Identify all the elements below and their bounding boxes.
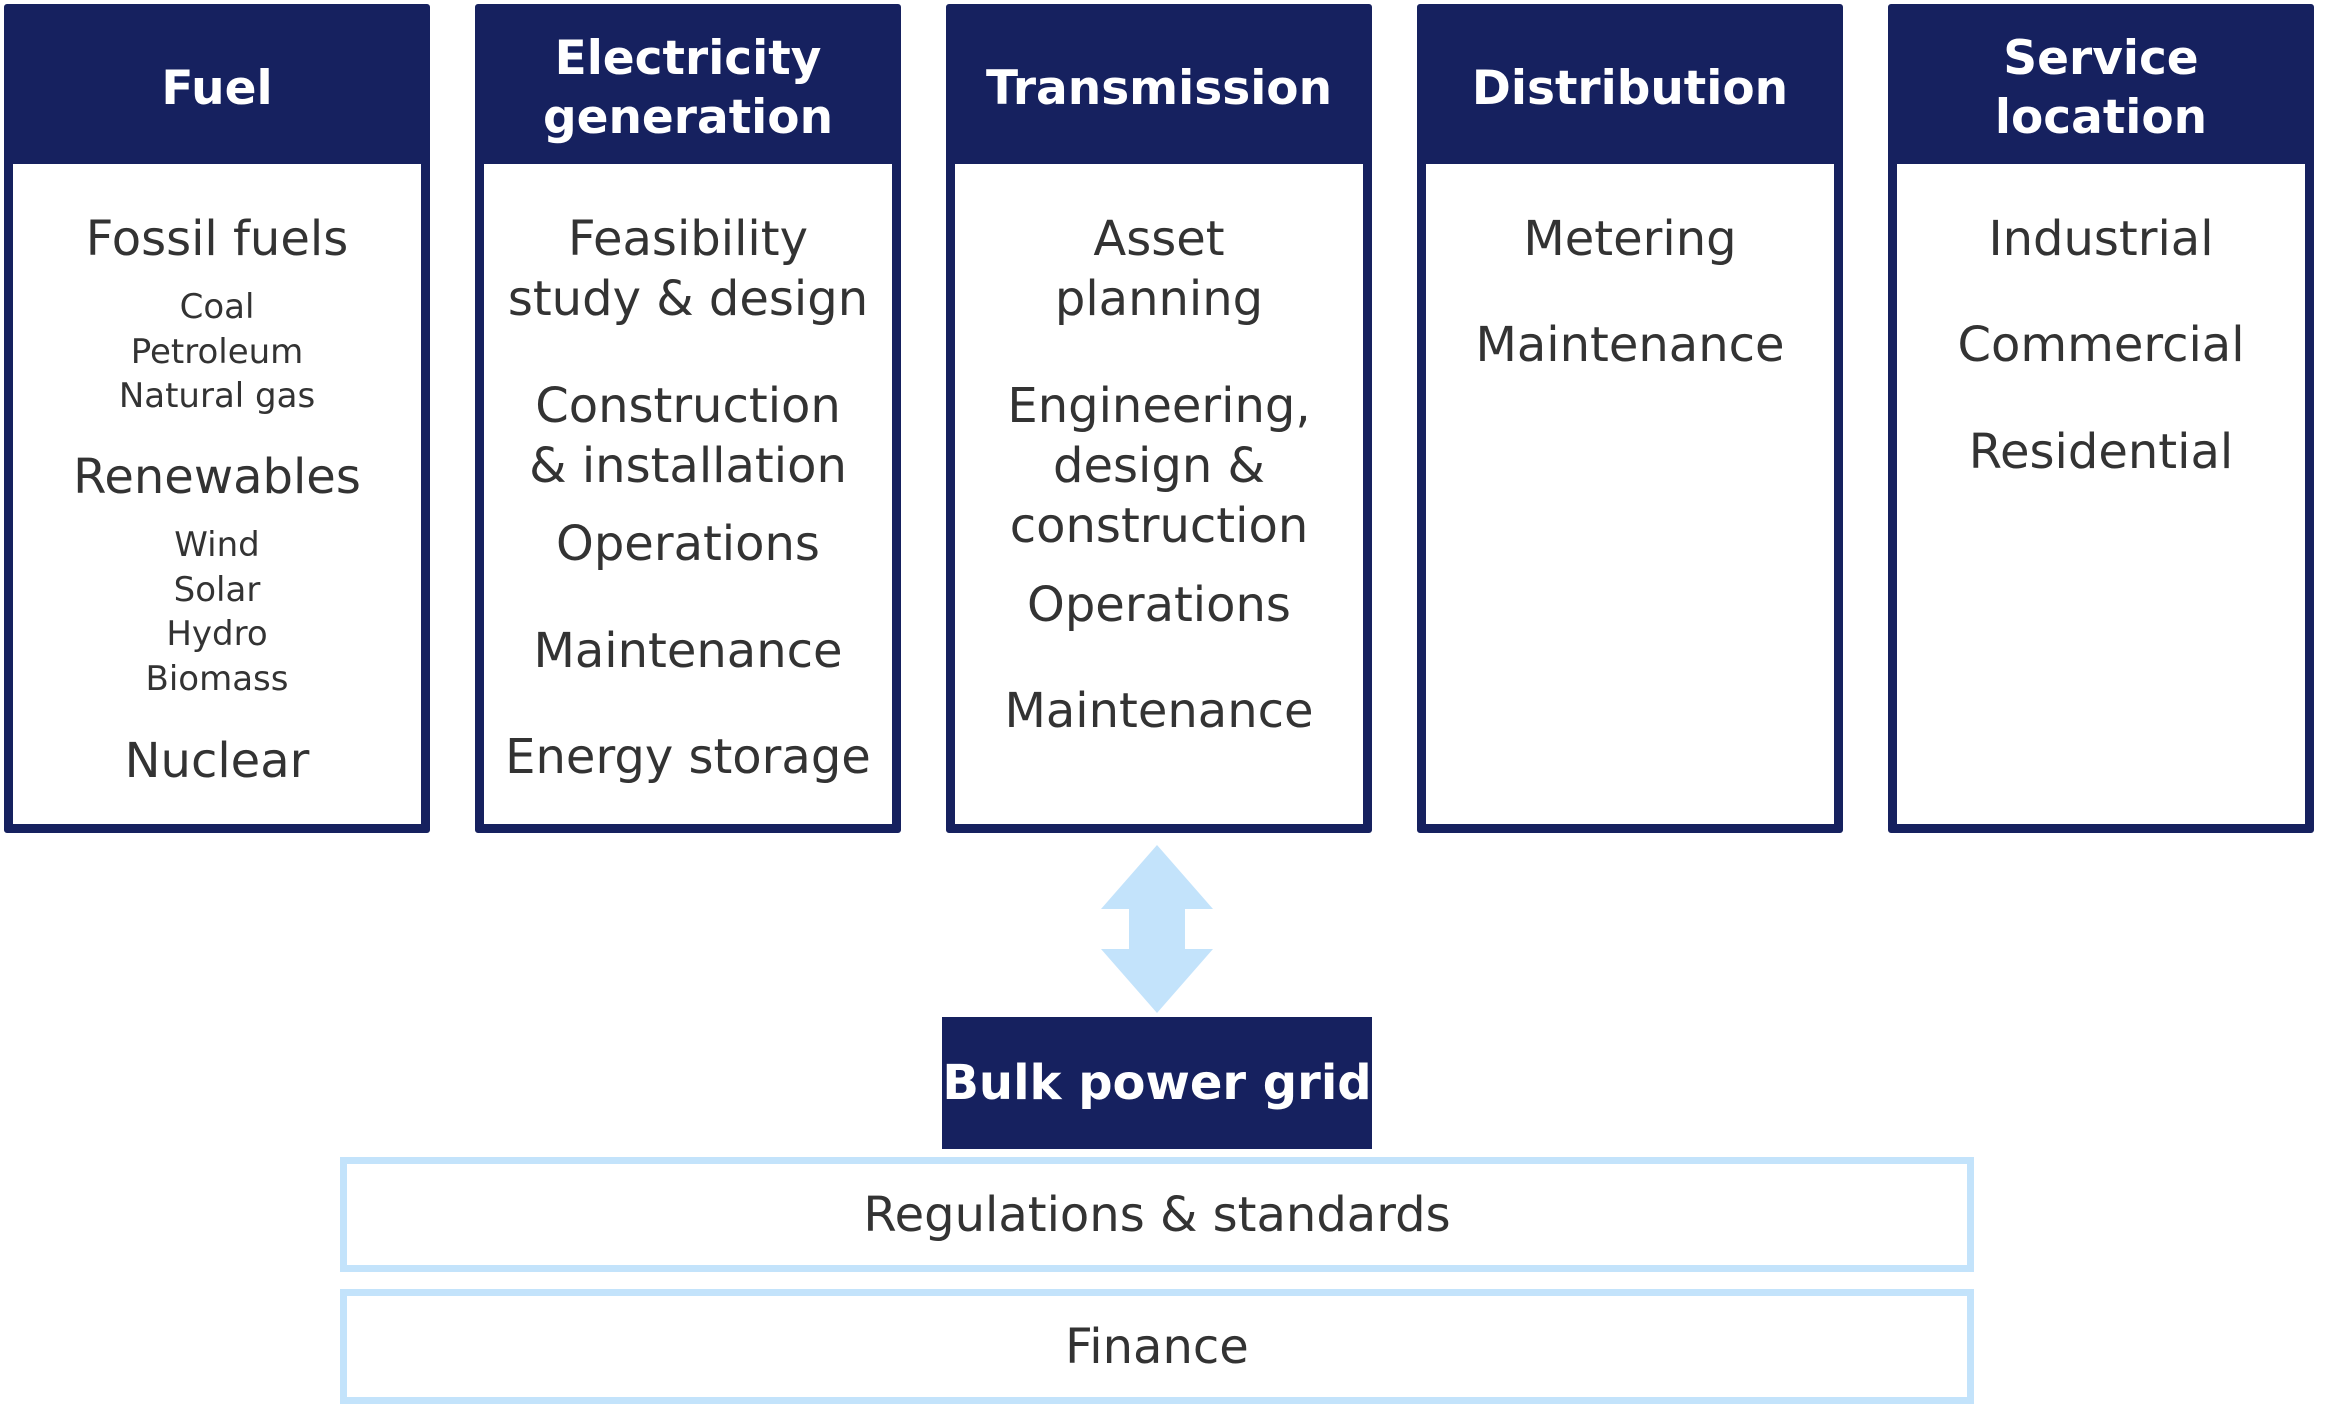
fuel-item-biomass: Biomass	[145, 659, 289, 699]
column-transmission: Transmission Asset planning Engineering,…	[946, 4, 1372, 833]
generation-item-construction: Construction & installation	[529, 378, 847, 494]
finance-label: Finance	[1065, 1318, 1249, 1375]
column-service-location: Service location Industrial Commercial R…	[1888, 4, 2314, 833]
distribution-item-metering: Metering	[1523, 211, 1737, 267]
generation-item-feasibility: Feasibility study & design	[507, 211, 869, 327]
distribution-item-maintenance: Maintenance	[1475, 317, 1785, 373]
column-electricity-generation: Electricity generation Feasibility study…	[475, 4, 901, 833]
transmission-item-operations: Operations	[1027, 577, 1291, 633]
generation-item-maintenance: Maintenance	[533, 623, 843, 679]
double-arrow-icon	[1101, 845, 1213, 1013]
column-header-distribution: Distribution	[1425, 12, 1835, 164]
service-item-commercial: Commercial	[1957, 317, 2245, 373]
transmission-item-maintenance: Maintenance	[1004, 683, 1314, 739]
bulk-power-grid-label: Bulk power grid	[942, 1055, 1372, 1111]
fuel-item-petroleum: Petroleum	[130, 332, 304, 372]
fuel-item-hydro: Hydro	[166, 614, 268, 654]
bulk-power-grid-box: Bulk power grid	[942, 1017, 1372, 1149]
fuel-item-fossil-fuels: Fossil fuels	[85, 211, 349, 267]
service-item-residential: Residential	[1968, 424, 2234, 480]
regulations-label: Regulations & standards	[863, 1186, 1451, 1243]
column-title-service-location: Service location	[1994, 31, 2208, 145]
column-title-distribution: Distribution	[1471, 60, 1789, 116]
column-title-electricity-generation: Electricity generation	[542, 31, 834, 145]
fuel-item-nuclear: Nuclear	[124, 733, 310, 789]
transmission-item-engineering: Engineering, design & construction	[1007, 378, 1311, 554]
column-title-transmission: Transmission	[985, 60, 1333, 116]
column-header-service-location: Service location	[1896, 12, 2306, 164]
fuel-item-coal: Coal	[179, 287, 255, 327]
column-fuel: Fuel Fossil fuels Coal Petroleum Natural…	[4, 4, 430, 833]
generation-item-energy-storage: Energy storage	[505, 729, 871, 785]
column-title-fuel: Fuel	[161, 60, 273, 116]
transmission-item-asset-planning: Asset planning	[1054, 211, 1264, 327]
fuel-item-solar: Solar	[173, 570, 261, 610]
fuel-item-renewables: Renewables	[73, 449, 361, 505]
fuel-item-natural-gas: Natural gas	[118, 376, 316, 416]
generation-item-operations: Operations	[556, 516, 820, 572]
regulations-band: Regulations & standards	[340, 1157, 1974, 1272]
finance-band: Finance	[340, 1289, 1974, 1404]
column-header-transmission: Transmission	[954, 12, 1364, 164]
service-item-industrial: Industrial	[1988, 211, 2214, 267]
column-header-electricity-generation: Electricity generation	[483, 12, 893, 164]
fuel-item-wind: Wind	[174, 525, 260, 565]
column-distribution: Distribution Metering Maintenance	[1417, 4, 1843, 833]
column-header-fuel: Fuel	[12, 12, 422, 164]
